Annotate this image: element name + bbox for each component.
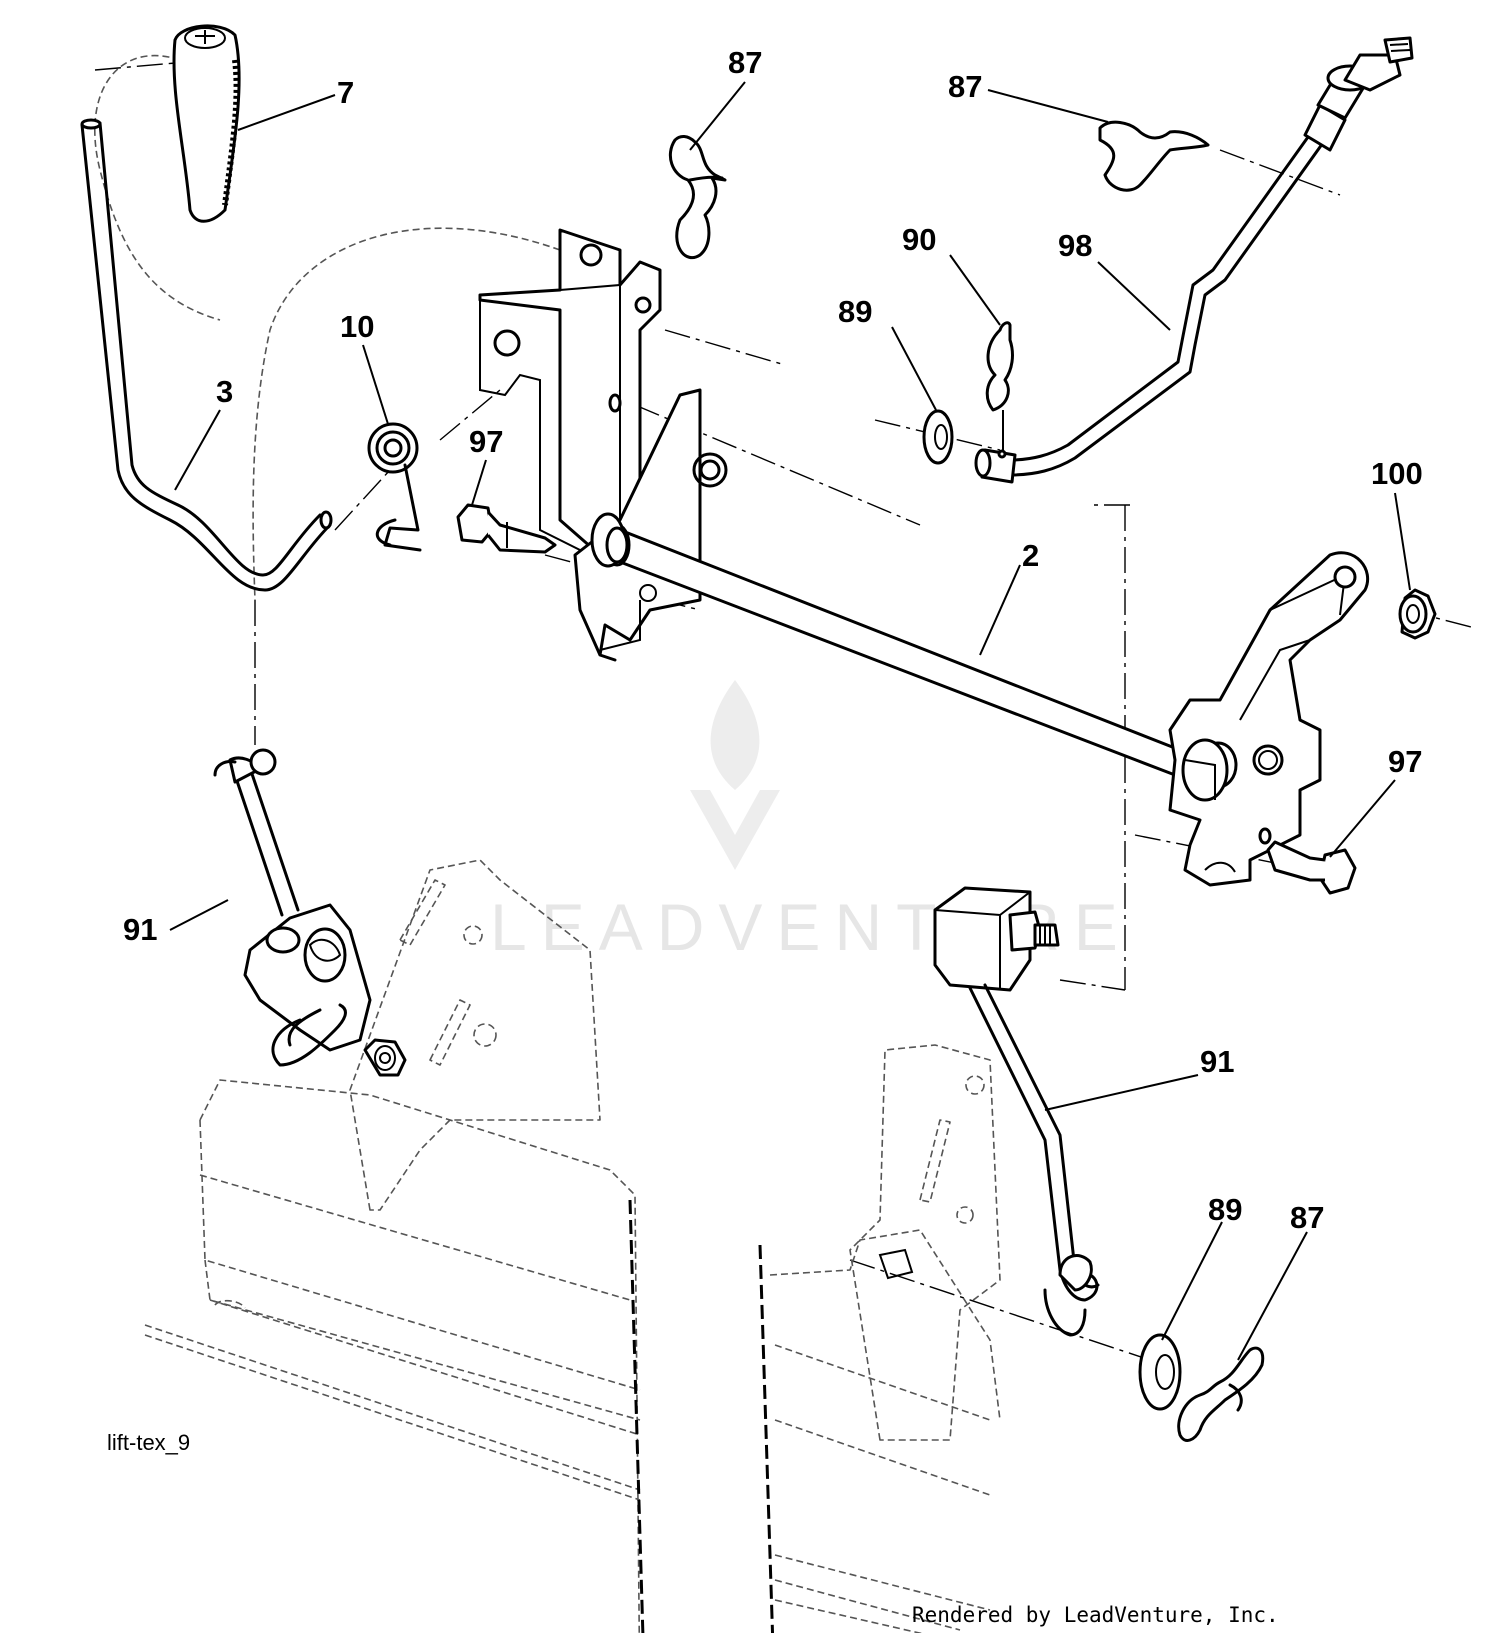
callout-100: 100	[1371, 456, 1423, 491]
part-97-bolt-upper	[456, 503, 557, 554]
callout-87-top: 87	[728, 45, 762, 80]
render-credit: Rendered by LeadVenture, Inc.	[912, 1603, 1279, 1627]
leader-lines	[169, 81, 1411, 1361]
part-87-hairpin-lower	[1177, 1346, 1265, 1442]
mounting-bracket	[478, 228, 728, 662]
part-91-lift-link-right	[933, 886, 1100, 1337]
callout-87-right: 87	[948, 69, 982, 104]
diagram-code: lift-tex_9	[107, 1430, 190, 1455]
callout-91-left: 91	[123, 912, 157, 947]
part-89-washer-upper	[922, 409, 954, 465]
callout-97-lower: 97	[1388, 744, 1422, 779]
part-7-handle-grip	[172, 24, 241, 223]
callout-97-upper: 97	[469, 424, 503, 459]
part-87-hairpin-upper	[669, 135, 727, 259]
callout-91-right: 91	[1200, 1044, 1234, 1079]
part-97-bolt-lower	[1266, 840, 1357, 895]
callout-90: 90	[902, 222, 936, 257]
part-100-nut	[1398, 588, 1437, 640]
lift-arm-assembly	[1168, 551, 1370, 887]
callout-10: 10	[340, 309, 374, 344]
part-87-hairpin-right	[1098, 120, 1210, 192]
part-90-hairpin	[985, 321, 1014, 412]
callout-7: 7	[337, 75, 354, 110]
callout-2: 2	[1022, 538, 1039, 573]
part-10-spring	[367, 422, 422, 552]
callout-98: 98	[1058, 228, 1092, 263]
part-91-lift-link-left	[213, 748, 407, 1077]
callout-87-lower: 87	[1290, 1200, 1324, 1235]
part-3-lift-lever	[80, 118, 333, 592]
part-98-lift-link	[974, 36, 1414, 484]
callouts: 7 87 87 90 98 89 10 3 97 100 2 97 91 91 …	[123, 45, 1423, 1235]
callout-89-lower: 89	[1208, 1192, 1242, 1227]
mower-deck-outline	[144, 859, 1001, 1633]
callout-3: 3	[216, 374, 233, 409]
part-89-washer-lower	[1138, 1333, 1182, 1411]
part-2-cross-shaft	[590, 512, 1182, 777]
callout-89-upper: 89	[838, 294, 872, 329]
